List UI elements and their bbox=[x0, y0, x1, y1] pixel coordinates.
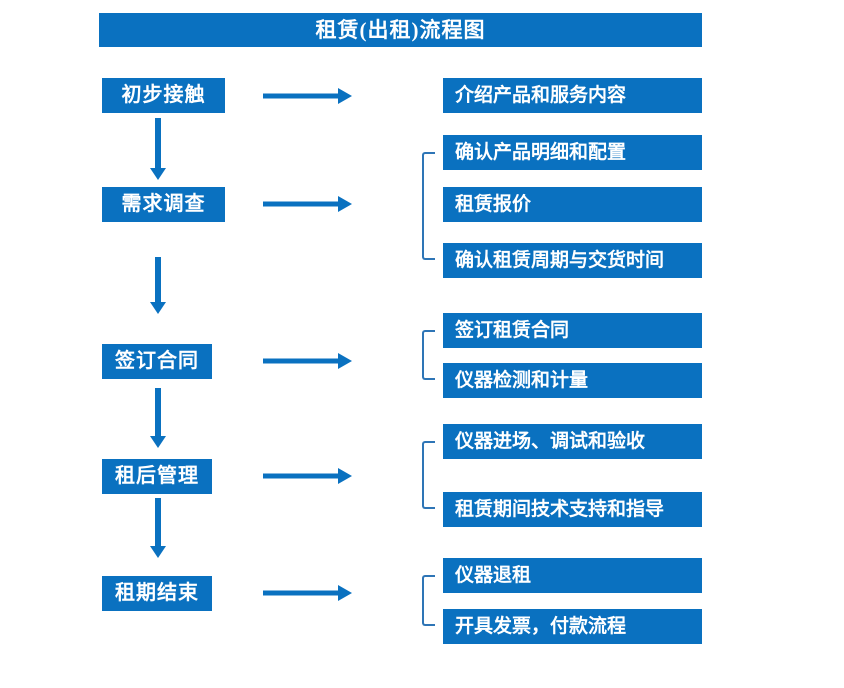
bracket-lease-end-group bbox=[422, 575, 435, 626]
right-arrow-2 bbox=[263, 196, 352, 212]
bracket-demand-survey-group bbox=[422, 152, 435, 260]
down-arrow-head bbox=[150, 302, 166, 314]
detail-instrument-inspection-metering: 仪器检测和计量 bbox=[443, 363, 702, 398]
diagram-title: 租赁(出租)流程图 bbox=[99, 13, 702, 47]
detail-introduce-products-services: 介绍产品和服务内容 bbox=[443, 78, 702, 113]
detail-confirm-product-details-config: 确认产品明细和配置 bbox=[443, 135, 702, 170]
right-arrow-shaft bbox=[263, 93, 338, 99]
detail-confirm-rental-period-delivery: 确认租赁周期与交货时间 bbox=[443, 243, 702, 278]
detail-instrument-return: 仪器退租 bbox=[443, 558, 702, 593]
detail-technical-support-guidance: 租赁期间技术支持和指导 bbox=[443, 492, 702, 527]
bracket-sign-contract-group bbox=[422, 330, 435, 380]
down-arrow-shaft bbox=[155, 118, 161, 168]
detail-rental-quotation: 租赁报价 bbox=[443, 187, 702, 222]
right-arrow-shaft bbox=[263, 358, 338, 364]
right-arrow-shaft bbox=[263, 473, 338, 479]
down-arrow-4 bbox=[150, 498, 166, 558]
right-arrow-head bbox=[338, 468, 352, 484]
down-arrow-1 bbox=[150, 118, 166, 180]
down-arrow-shaft bbox=[155, 257, 161, 302]
right-arrow-1 bbox=[263, 88, 352, 104]
right-arrow-head bbox=[338, 585, 352, 601]
right-arrow-head bbox=[338, 88, 352, 104]
right-arrow-shaft bbox=[263, 590, 338, 596]
stage-initial-contact: 初步接触 bbox=[102, 78, 225, 113]
bracket-post-rental-group bbox=[422, 441, 435, 509]
right-arrow-3 bbox=[263, 353, 352, 369]
detail-sign-rental-contract: 签订租赁合同 bbox=[443, 313, 702, 348]
right-arrow-4 bbox=[263, 468, 352, 484]
down-arrow-head bbox=[150, 168, 166, 180]
right-arrow-5 bbox=[263, 585, 352, 601]
right-arrow-head bbox=[338, 353, 352, 369]
stage-demand-survey: 需求调查 bbox=[102, 187, 225, 222]
down-arrow-shaft bbox=[155, 498, 161, 546]
stage-post-rental-management: 租后管理 bbox=[102, 459, 212, 494]
down-arrow-head bbox=[150, 436, 166, 448]
stage-lease-end: 租期结束 bbox=[102, 576, 212, 611]
right-arrow-head bbox=[338, 196, 352, 212]
down-arrow-3 bbox=[150, 388, 166, 448]
down-arrow-shaft bbox=[155, 388, 161, 436]
down-arrow-head bbox=[150, 546, 166, 558]
stage-sign-contract: 签订合同 bbox=[102, 344, 212, 379]
detail-instrument-entry-debug-acceptance: 仪器进场、调试和验收 bbox=[443, 424, 702, 459]
down-arrow-2 bbox=[150, 257, 166, 314]
right-arrow-shaft bbox=[263, 201, 338, 207]
detail-invoice-payment-process: 开具发票，付款流程 bbox=[443, 609, 702, 644]
